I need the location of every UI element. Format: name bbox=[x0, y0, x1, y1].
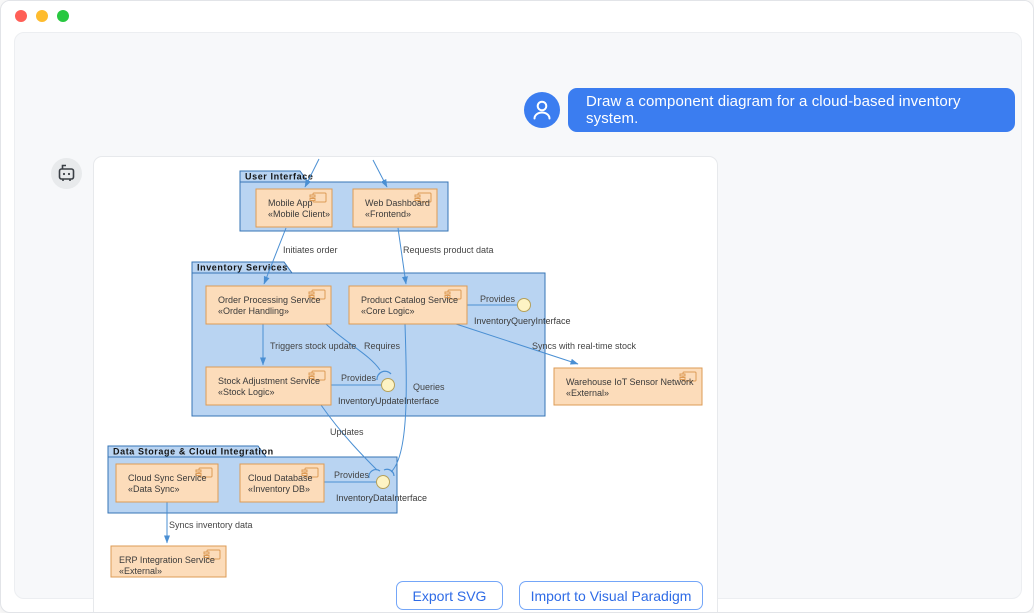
diagram-panel: User Interface Inventory Services Data S… bbox=[93, 156, 718, 612]
interface-name-data: InventoryDataInterface bbox=[336, 493, 427, 503]
edge-label-triggers-stock-update: Triggers stock update bbox=[270, 341, 356, 351]
component-cloud-sync: Cloud Sync Service «Data Sync» bbox=[115, 463, 219, 503]
component-stereotype: «Core Logic» bbox=[361, 306, 415, 316]
edge-label-updates: Updates bbox=[330, 427, 364, 437]
component-order-processing: Order Processing Service «Order Handling… bbox=[205, 285, 332, 325]
interface-ball-data bbox=[368, 468, 395, 489]
edge-label-initiates-order: Initiates order bbox=[283, 245, 338, 255]
component-name: Order Processing Service bbox=[218, 295, 321, 305]
component-name: Warehouse IoT Sensor Network bbox=[566, 377, 694, 387]
package-title: User Interface bbox=[245, 172, 313, 182]
component-product-catalog: Product Catalog Service «Core Logic» bbox=[348, 285, 468, 325]
uml-component-diagram: User Interface Inventory Services Data S… bbox=[107, 158, 703, 578]
provides-label-data: Provides bbox=[334, 470, 370, 480]
edge-label-requires: Requires bbox=[364, 341, 401, 351]
maximize-window-button[interactable] bbox=[57, 10, 69, 22]
edge-label-requests-product-data: Requests product data bbox=[403, 245, 494, 255]
minimize-window-button[interactable] bbox=[36, 10, 48, 22]
package-title: Inventory Services bbox=[197, 263, 288, 273]
component-stereotype: «Inventory DB» bbox=[248, 484, 310, 494]
titlebar bbox=[1, 1, 1033, 31]
diagram-edges bbox=[164, 158, 579, 544]
component-warehouse-iot: Warehouse IoT Sensor Network «External» bbox=[553, 367, 703, 406]
provides-label-update: Provides bbox=[341, 373, 377, 383]
edge-label-syncs-inventory: Syncs inventory data bbox=[169, 520, 253, 530]
provides-label-query: Provides bbox=[480, 294, 516, 304]
component-name: Mobile App bbox=[268, 198, 313, 208]
component-cloud-database: Cloud Database «Inventory DB» bbox=[239, 463, 325, 503]
component-stereotype: «Data Sync» bbox=[128, 484, 180, 494]
interface-ball-update bbox=[376, 370, 395, 392]
user-avatar bbox=[524, 92, 560, 128]
component-name: Cloud Database bbox=[248, 473, 313, 483]
component-stereotype: «Frontend» bbox=[365, 209, 411, 219]
export-svg-button[interactable]: Export SVG bbox=[396, 581, 503, 610]
component-erp-integration: ERP Integration Service «External» bbox=[110, 545, 227, 578]
component-name: Web Dashboard bbox=[365, 198, 430, 208]
component-stereotype: «Stock Logic» bbox=[218, 387, 275, 397]
close-window-button[interactable] bbox=[15, 10, 27, 22]
bot-avatar bbox=[51, 158, 82, 189]
component-name: Stock Adjustment Service bbox=[218, 376, 320, 386]
component-mobile-app: Mobile App «Mobile Client» bbox=[255, 188, 333, 228]
component-web-dashboard: Web Dashboard «Frontend» bbox=[352, 188, 438, 228]
component-name: ERP Integration Service bbox=[119, 555, 215, 565]
component-name: Cloud Sync Service bbox=[128, 473, 207, 483]
package-title: Data Storage & Cloud Integration bbox=[113, 447, 274, 457]
import-visual-paradigm-button[interactable]: Import to Visual Paradigm bbox=[519, 581, 703, 610]
person-icon bbox=[533, 100, 551, 120]
component-stereotype: «External» bbox=[566, 388, 609, 398]
component-stereotype: «Order Handling» bbox=[218, 306, 289, 316]
interface-name-query: InventoryQueryInterface bbox=[474, 316, 571, 326]
diagram-labels: Initiates order Requests product data Tr… bbox=[169, 245, 637, 530]
component-name: Product Catalog Service bbox=[361, 295, 458, 305]
edge-label-queries: Queries bbox=[413, 382, 445, 392]
robot-icon bbox=[58, 164, 75, 181]
edge-label-syncs-realtime: Syncs with real-time stock bbox=[532, 341, 637, 351]
component-stereotype: «Mobile Client» bbox=[268, 209, 330, 219]
user-message-bubble: Draw a component diagram for a cloud-bas… bbox=[568, 88, 1015, 132]
component-stock-adjustment: Stock Adjustment Service «Stock Logic» bbox=[205, 366, 332, 406]
interface-name-update: InventoryUpdateInterface bbox=[338, 396, 439, 406]
user-message-text: Draw a component diagram for a cloud-bas… bbox=[586, 93, 961, 127]
chat-canvas-panel: Draw a component diagram for a cloud-bas… bbox=[14, 32, 1022, 612]
component-stereotype: «External» bbox=[119, 566, 162, 576]
interface-ball-query bbox=[517, 298, 531, 312]
